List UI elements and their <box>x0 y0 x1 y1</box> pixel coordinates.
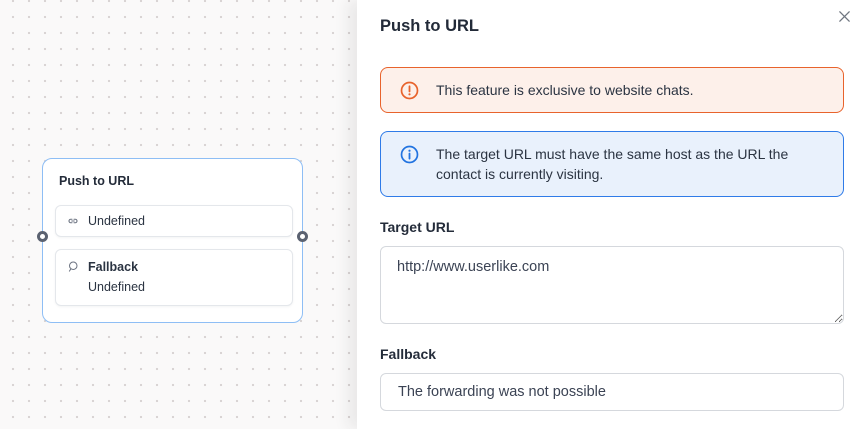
flow-canvas[interactable]: Push to URL Undefined Fallback Undefined <box>0 0 357 429</box>
fallback-label: Fallback <box>380 346 437 362</box>
fallback-input[interactable] <box>380 373 844 411</box>
node-target-url-value: Undefined <box>88 214 145 228</box>
node-title: Push to URL <box>59 174 134 188</box>
node-fallback-value: Undefined <box>88 280 145 294</box>
node-fallback-item[interactable]: Fallback Undefined <box>55 249 293 306</box>
push-to-url-node[interactable]: Push to URL Undefined Fallback Undefined <box>37 158 308 323</box>
node-fallback-title: Fallback <box>88 260 139 274</box>
info-alert-text: The target URL must have the same host a… <box>436 146 789 182</box>
node-input-handle[interactable] <box>37 230 48 242</box>
node-target-url-item[interactable]: Undefined <box>55 205 293 237</box>
chat-bubble-icon <box>68 261 78 272</box>
target-url-input[interactable]: http://www.userlike.com <box>380 246 844 324</box>
warning-alert: This feature is exclusive to website cha… <box>380 67 844 113</box>
close-button[interactable] <box>834 6 854 26</box>
info-alert: The target URL must have the same host a… <box>380 131 844 197</box>
node-output-handle[interactable] <box>297 230 308 242</box>
warning-icon <box>400 81 419 100</box>
warning-alert-text: This feature is exclusive to website cha… <box>436 82 694 98</box>
close-icon <box>838 10 850 22</box>
target-url-label: Target URL <box>380 219 455 235</box>
info-icon <box>400 145 419 164</box>
link-icon <box>68 218 78 224</box>
settings-panel: Push to URL This feature is exclusive to… <box>357 0 862 429</box>
panel-title: Push to URL <box>380 17 479 35</box>
